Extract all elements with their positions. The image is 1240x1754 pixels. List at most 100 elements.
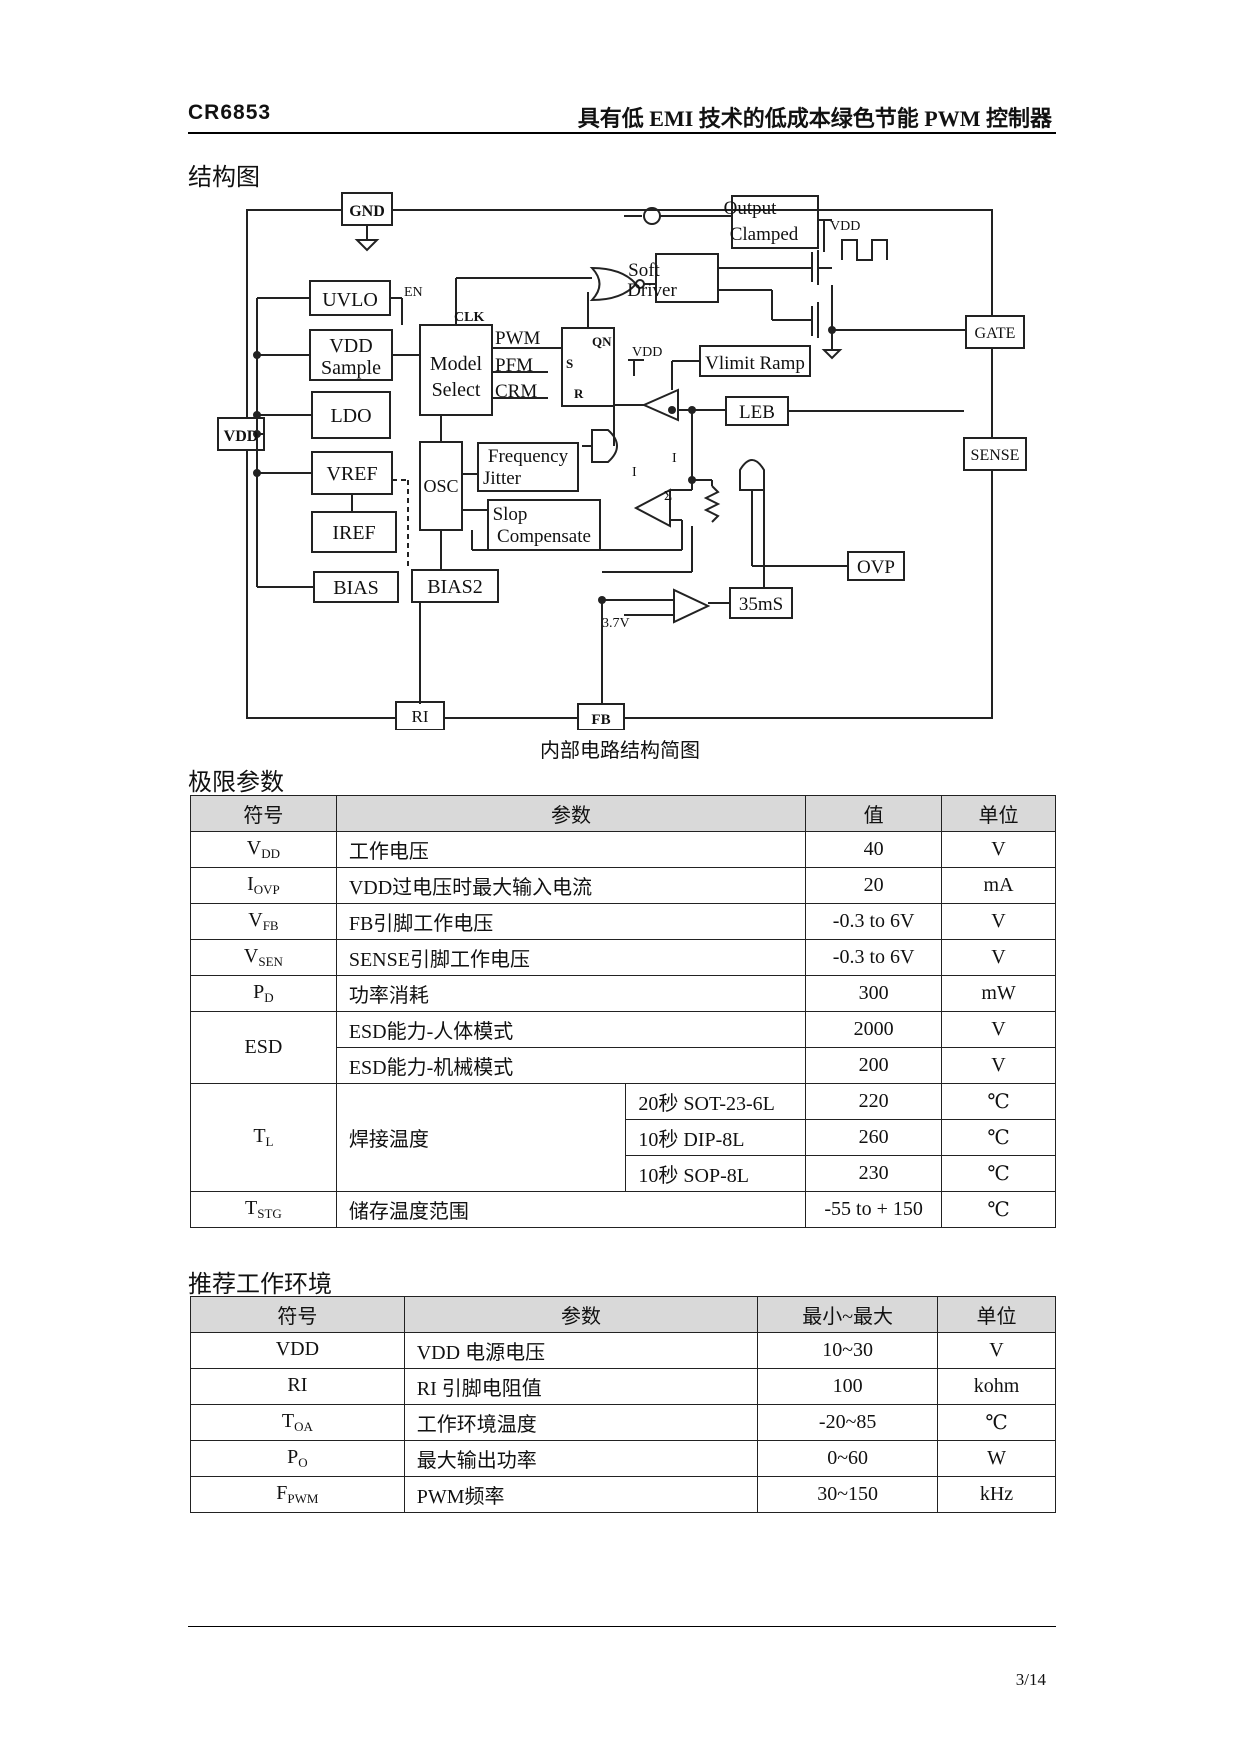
cell-unit: V bbox=[937, 1332, 1056, 1369]
section-title-structure: 结构图 bbox=[188, 165, 260, 191]
document-title: 具有低 EMI 技术的低成本绿色节能 PWM 控制器 bbox=[577, 106, 1052, 131]
cell-unit: ℃ bbox=[941, 1155, 1056, 1192]
header-parameter: 参数 bbox=[335, 795, 807, 832]
label-clk: CLK bbox=[454, 310, 484, 325]
part-number: CR6853 bbox=[188, 101, 272, 124]
cell-symbol: FPWM bbox=[190, 1476, 405, 1513]
label-vdd-top: VDD bbox=[830, 219, 860, 234]
cell-value: 100 bbox=[757, 1368, 939, 1405]
table-row: FPWM PWM频率 30~150 kHz bbox=[190, 1476, 1056, 1513]
label-current-1: I bbox=[632, 465, 637, 480]
cell-value: 30~150 bbox=[757, 1476, 939, 1513]
cell-unit: mA bbox=[941, 867, 1056, 904]
label-soft-1: Soft bbox=[628, 260, 660, 281]
label-pwm: PWM bbox=[495, 328, 541, 349]
cell-symbol: TL bbox=[190, 1083, 337, 1192]
label-soft-2: Driver bbox=[627, 280, 677, 301]
cell-parameter: PWM频率 bbox=[403, 1476, 759, 1513]
label-ldo: LDO bbox=[330, 405, 371, 427]
cell-parameter: ESD能力-人体模式 bbox=[335, 1011, 807, 1048]
cell-symbol: PD bbox=[190, 975, 337, 1012]
label-slop-2: Compensate bbox=[497, 526, 591, 547]
cell-unit: V bbox=[941, 939, 1056, 976]
cell-value: 40 bbox=[805, 831, 943, 868]
limits-table: 符号 参数 值 单位 VDD 工作电压 40 V IOVP VDD过电压时最大输… bbox=[190, 795, 1056, 1228]
cell-unit: V bbox=[941, 1011, 1056, 1048]
cell-unit: ℃ bbox=[941, 1083, 1056, 1120]
cell-condition: 10秒 DIP-8L bbox=[625, 1119, 807, 1156]
cell-parameter: 功率消耗 bbox=[335, 975, 807, 1012]
cell-condition: 20秒 SOT-23-6L bbox=[625, 1083, 807, 1120]
label-en: EN bbox=[404, 285, 423, 300]
label-vdd-sample-1: VDD bbox=[329, 335, 372, 357]
cell-symbol: VFB bbox=[190, 903, 337, 940]
cell-symbol: TOA bbox=[190, 1404, 405, 1441]
table-header-row: 符号 参数 值 单位 bbox=[190, 795, 1056, 832]
cell-symbol: VDD bbox=[190, 831, 337, 868]
label-slop-1: Slop bbox=[493, 504, 528, 525]
cell-symbol: VSEN bbox=[190, 939, 337, 976]
block-bias2 bbox=[411, 569, 499, 603]
label-35ms: 35mS bbox=[739, 594, 783, 615]
table-row: VDD VDD 电源电压 10~30 V bbox=[190, 1332, 1056, 1369]
cell-value: -0.3 to 6V bbox=[805, 939, 943, 976]
header-unit: 单位 bbox=[941, 795, 1056, 832]
label-fb: FB bbox=[591, 712, 610, 728]
label-vlimit: Vlimit Ramp bbox=[705, 353, 805, 374]
header-value: 值 bbox=[805, 795, 943, 832]
cell-parameter: VDD过电压时最大输入电流 bbox=[335, 867, 807, 904]
table-row: PD 功率消耗 300 mW bbox=[190, 975, 1056, 1012]
label-vdd-pin: VDD bbox=[224, 428, 259, 445]
table-row: IOVP VDD过电压时最大输入电流 20 mA bbox=[190, 867, 1056, 904]
label-bias: BIAS bbox=[333, 577, 379, 599]
block-soft-driver bbox=[655, 253, 719, 303]
cell-value: 0~60 bbox=[757, 1440, 939, 1477]
section-title-recommended: 推荐工作环境 bbox=[188, 1272, 332, 1298]
label-pfm: PFM bbox=[495, 355, 533, 376]
cell-value: -55 to + 150 bbox=[805, 1191, 943, 1228]
label-ovp: OVP bbox=[857, 557, 895, 578]
cell-value: 260 bbox=[805, 1119, 943, 1156]
cell-parameter: SENSE引脚工作电压 bbox=[335, 939, 807, 976]
cell-unit: V bbox=[941, 903, 1056, 940]
table-row: PO 最大输出功率 0~60 W bbox=[190, 1440, 1056, 1477]
cell-parameter: 工作环境温度 bbox=[403, 1404, 759, 1441]
cell-unit: V bbox=[941, 831, 1056, 868]
cell-value: 20 bbox=[805, 867, 943, 904]
cell-value: 10~30 bbox=[757, 1332, 939, 1369]
label-uvlo: UVLO bbox=[322, 289, 378, 311]
section-title-limits: 极限参数 bbox=[188, 770, 284, 796]
cell-symbol: IOVP bbox=[190, 867, 337, 904]
table-row: ESD ESD能力-人体模式 2000 V bbox=[190, 1011, 1056, 1084]
page-number: 3/14 bbox=[1015, 1670, 1046, 1689]
label-r: R bbox=[574, 386, 584, 401]
cell-parameter: ESD能力-机械模式 bbox=[335, 1047, 807, 1084]
cell-condition: 10秒 SOP-8L bbox=[625, 1155, 807, 1192]
label-gate: GATE bbox=[975, 325, 1016, 342]
pin-sense bbox=[963, 437, 1027, 471]
label-freq-1: Frequency bbox=[488, 446, 569, 467]
table-row: TOA 工作环境温度 -20~85 ℃ bbox=[190, 1404, 1056, 1441]
header-range: 最小~最大 bbox=[757, 1296, 939, 1333]
cell-parameter: FB引脚工作电压 bbox=[335, 903, 807, 940]
block-output-clamped bbox=[731, 195, 819, 249]
label-vref: VREF bbox=[326, 463, 377, 485]
cell-parameter: RI 引脚电阻值 bbox=[403, 1368, 759, 1405]
cell-symbol: PO bbox=[190, 1440, 405, 1477]
table-row: VDD 工作电压 40 V bbox=[190, 831, 1056, 868]
pin-gate bbox=[965, 315, 1025, 349]
cell-unit: ℃ bbox=[937, 1404, 1056, 1441]
label-freq-2: Jitter bbox=[483, 468, 522, 489]
label-ri: RI bbox=[412, 707, 429, 726]
cell-symbol: VDD bbox=[190, 1332, 405, 1369]
label-s: S bbox=[566, 356, 573, 371]
recommended-table: 符号 参数 最小~最大 单位 VDD VDD 电源电压 10~30 V RI R… bbox=[190, 1296, 1056, 1513]
header-divider bbox=[188, 132, 1056, 134]
cell-value: 220 bbox=[805, 1083, 943, 1120]
label-sigma: Σ bbox=[664, 489, 672, 504]
cell-unit: kohm bbox=[937, 1368, 1056, 1405]
label-gnd: GND bbox=[349, 203, 385, 220]
cell-symbol: ESD bbox=[190, 1011, 337, 1084]
block-iref bbox=[311, 511, 397, 553]
header-unit: 单位 bbox=[937, 1296, 1056, 1333]
